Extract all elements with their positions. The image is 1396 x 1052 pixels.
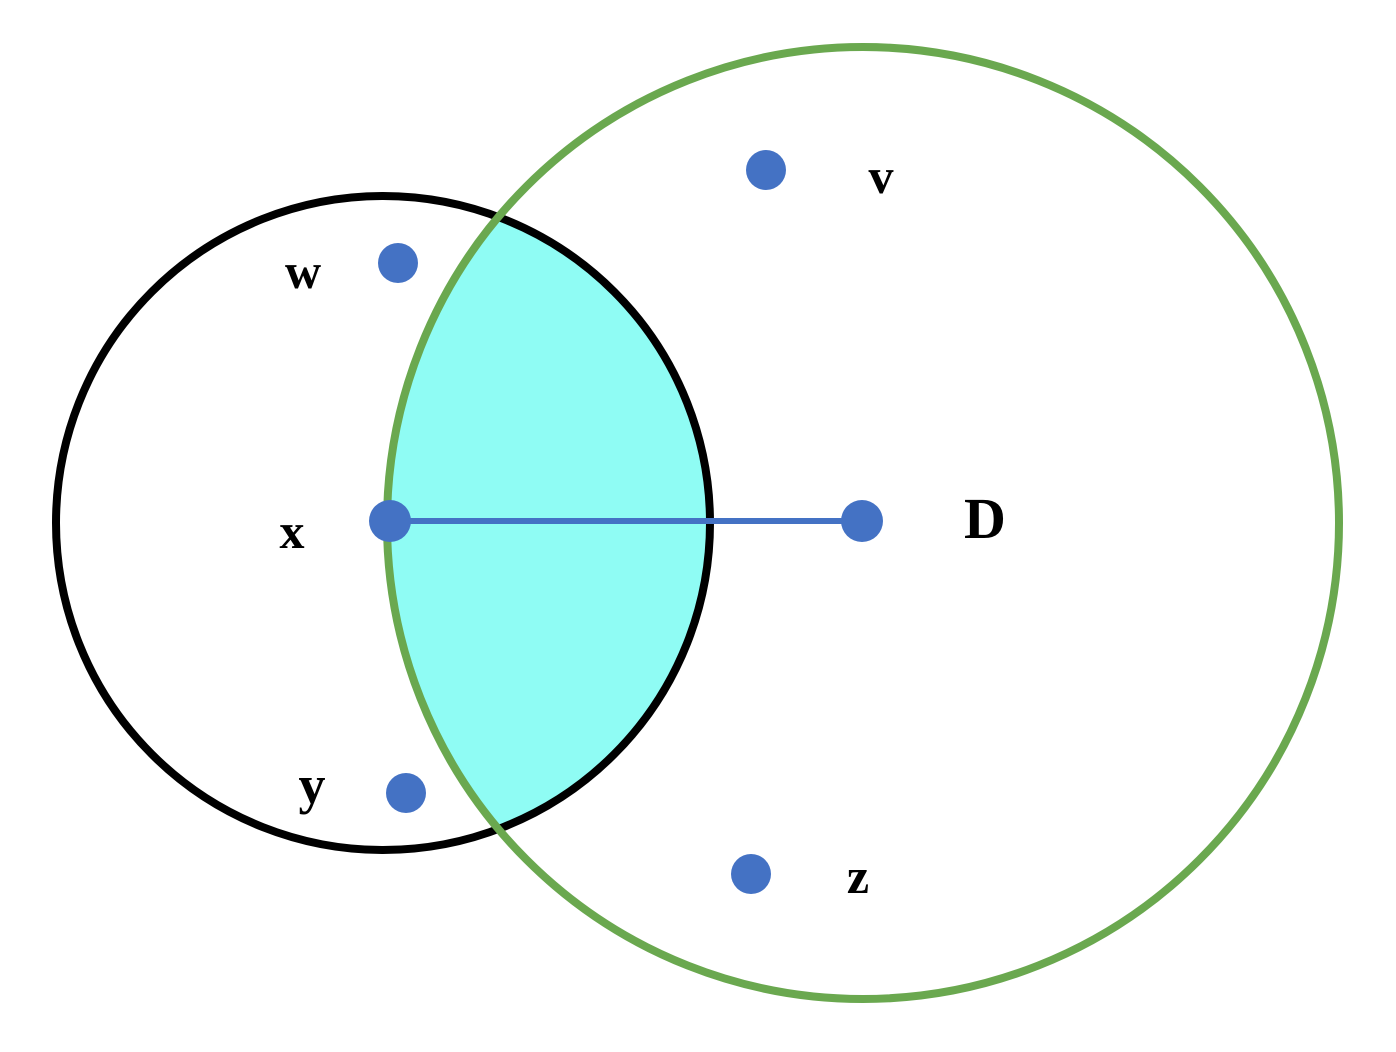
point-w (378, 243, 418, 283)
label-x: x (280, 503, 305, 559)
point-v (746, 150, 786, 190)
label-y: y (299, 755, 326, 815)
label-z: z (847, 848, 869, 904)
point-z (731, 854, 771, 894)
point-y (386, 773, 426, 813)
label-v: v (869, 148, 894, 204)
label-w: w (285, 243, 321, 299)
label-d: D (964, 486, 1006, 551)
point-d (841, 500, 883, 542)
point-x (369, 500, 411, 542)
